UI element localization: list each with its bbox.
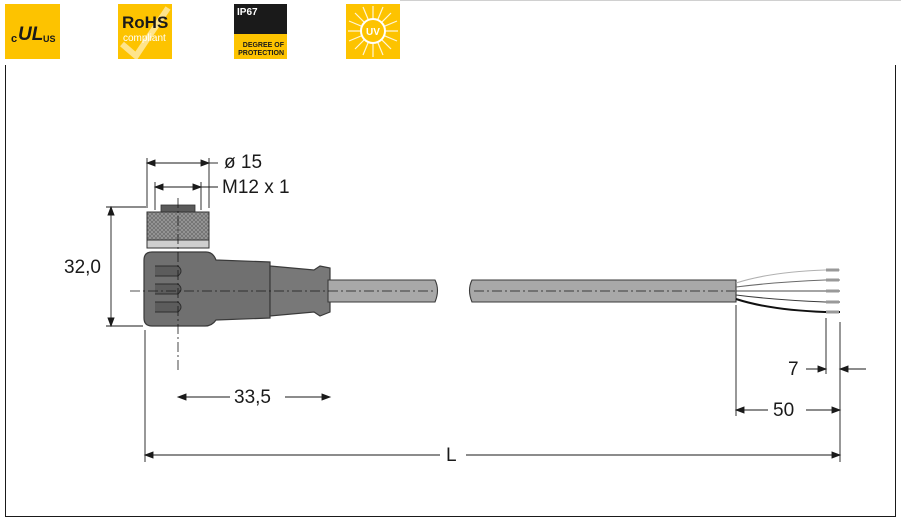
ip67-badge: IP67 DEGREE OF PROTECTION (234, 4, 287, 59)
rohs-badge: RoHS compliant (118, 4, 172, 59)
ip67-line2: PROTECTION (238, 50, 284, 57)
rohs-subtitle: compliant (123, 33, 166, 44)
ip67-logo-icon: IP67 DEGREE OF PROTECTION (234, 4, 287, 57)
centerlines (130, 198, 735, 372)
connector-body (143, 251, 331, 327)
uv-label: UV (366, 27, 380, 38)
drawing-frame (5, 65, 896, 517)
ul-logo-icon: c UL US (11, 24, 56, 45)
offset-label: 33,5 (234, 387, 271, 408)
ul-certification-badge: c UL US (5, 4, 60, 59)
check-icon (120, 6, 171, 59)
ip67-code: IP67 (237, 7, 258, 18)
dimension-lines (106, 158, 866, 462)
header-divider (400, 0, 901, 1)
sun-icon: UV (348, 6, 398, 57)
rohs-logo-icon: RoHS compliant (120, 6, 171, 59)
height-label: 32,0 (64, 257, 101, 278)
jacket-strip-label: 50 (773, 400, 794, 421)
rohs-title: RoHS (122, 13, 168, 32)
ul-c-mark: c (11, 33, 17, 45)
uv-resistant-badge: UV (346, 4, 400, 59)
ul-mark: UL (18, 24, 43, 45)
strip-length-label: 7 (788, 359, 799, 380)
dimension-labels: ø 15 M12 x 1 32,0 33,5 7 50 L (64, 152, 799, 466)
ip67-dark-band (234, 4, 287, 34)
thread-label: M12 x 1 (222, 177, 290, 198)
diameter-label: ø 15 (224, 152, 262, 173)
ul-us-mark: US (43, 34, 56, 44)
total-length-label: L (446, 445, 457, 466)
ip67-line1: DEGREE OF (243, 42, 285, 49)
conductor-wires (735, 268, 840, 314)
